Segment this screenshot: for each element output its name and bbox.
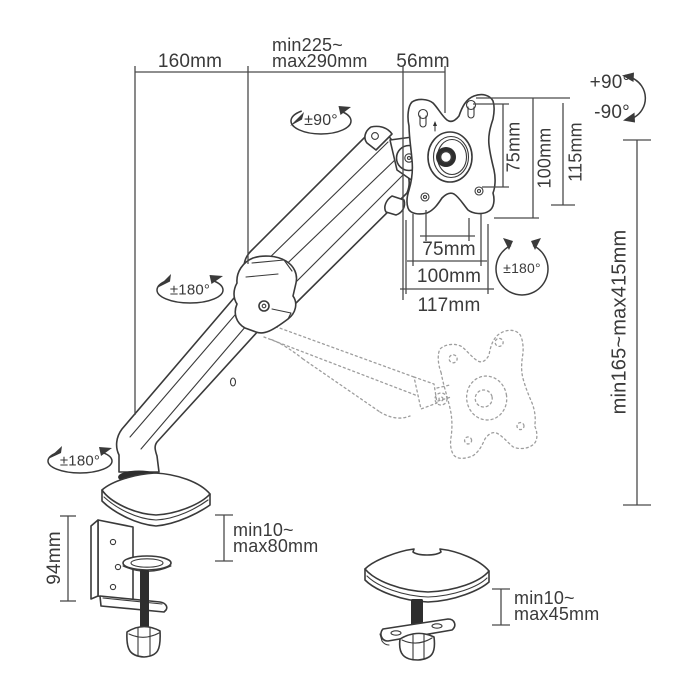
clamp-base [101, 472, 211, 527]
dim-label-94mm: 94mm [44, 531, 65, 585]
dimension-lines [60, 66, 651, 626]
dim-label-100mm-vertical: 100mm [534, 127, 555, 189]
dim-label-100mm-horizontal: 100mm [416, 266, 482, 287]
dim-label-arm-reach-line1: min225~ [272, 35, 343, 55]
dim-label-clamp-thickness-line1: min10~ [233, 520, 294, 540]
dim-label-arm-reach: min225~ max290mm [272, 35, 368, 71]
vesa-rotate-arrow [495, 238, 549, 296]
dim-label-117mm: 117mm [417, 295, 481, 316]
rotation-arrows [47, 72, 647, 474]
ghost-arm-lowered-position [251, 317, 538, 459]
dim-label-115mm: 115mm [565, 122, 586, 182]
head-swivel-arrow [290, 106, 352, 135]
dim-label-160mm: 160mm [157, 51, 223, 72]
mount-hole [474, 186, 484, 196]
elbow-joint [233, 255, 298, 334]
dim-label-arm-reach-line2: max290mm [272, 51, 368, 71]
rotation-label-pm180-vesa: ±180° [503, 260, 541, 276]
monitor-arm-illustration [90, 93, 496, 661]
grommet-knob [398, 632, 436, 661]
keyhole-slot [417, 108, 429, 120]
up-arrow-marking [433, 121, 437, 132]
dim-label-grommet-thickness: min10~ max45mm [514, 588, 600, 624]
rotation-label-pm90: ±90° [304, 112, 338, 129]
dim-label-75mm-vertical: 75mm [503, 121, 524, 173]
dim-label-grommet-thickness-line1: min10~ [514, 588, 575, 608]
clamp-pad [122, 555, 172, 571]
desk-clamp [90, 519, 172, 658]
clamp-knob [126, 625, 161, 658]
ghost-vesa-plate [437, 329, 538, 459]
dim-label-56mm: 56mm [396, 51, 450, 72]
quick-release-lever [384, 195, 406, 216]
vesa-plate [406, 93, 496, 215]
rotation-label-minus90: -90° [594, 102, 630, 123]
grommet-bar [380, 618, 456, 642]
base-swivel-arrow [47, 446, 113, 474]
dim-label-75mm-horizontal: 75mm [422, 239, 476, 260]
clamp-screw-rod [140, 570, 149, 631]
dim-label-clamp-thickness-line2: max80mm [233, 536, 319, 556]
dim-label-height-range: min165~max415mm [608, 229, 631, 415]
elbow-swivel-arrow [156, 274, 224, 304]
grommet-mount [364, 548, 490, 661]
dim-label-clamp-thickness: min10~ max80mm [233, 520, 319, 556]
dim-label-grommet-thickness-line2: max45mm [514, 604, 600, 624]
rotation-label-pm180-elbow: ±180° [169, 281, 211, 299]
mount-hole [420, 192, 430, 202]
rotation-label-pm180-base: ±180° [59, 452, 101, 470]
rotation-label-plus90: +90° [589, 72, 631, 93]
keyhole-slot [465, 99, 477, 111]
tilt-arrow [622, 72, 647, 123]
vesa-hub [427, 131, 473, 183]
clamp-bottom-arm [99, 595, 168, 613]
